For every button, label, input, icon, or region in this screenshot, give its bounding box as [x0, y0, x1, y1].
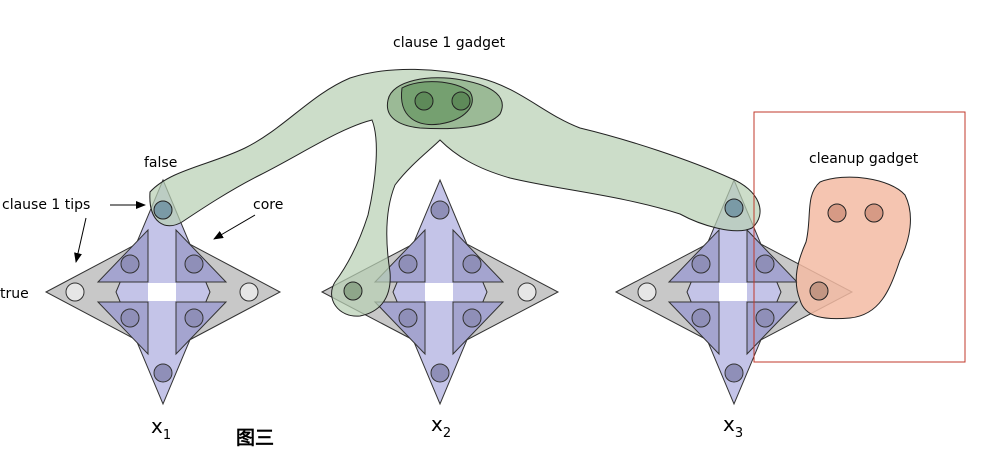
- clause-gadget-label: clause 1 gadget: [393, 35, 506, 51]
- core-triangle: [373, 301, 426, 356]
- node: [755, 254, 775, 274]
- cleanup-node: [864, 203, 884, 223]
- node: [691, 254, 711, 274]
- node: [430, 363, 450, 383]
- node: [120, 308, 140, 328]
- clause-tip-node: [153, 200, 173, 220]
- clause-tips-label: clause 1 tips: [2, 197, 90, 213]
- core-triangle: [667, 301, 720, 356]
- clause-node: [451, 91, 471, 111]
- variable-label-x3: x3: [723, 412, 743, 441]
- core-triangle: [96, 301, 149, 356]
- node: [184, 308, 204, 328]
- node: [462, 308, 482, 328]
- clause-tip-node: [724, 198, 744, 218]
- cleanup-node: [827, 203, 847, 223]
- tips-arrow-2: [74, 217, 87, 263]
- node: [120, 254, 140, 274]
- node: [462, 254, 482, 274]
- node: [398, 308, 418, 328]
- node: [153, 363, 173, 383]
- core-center: [148, 283, 176, 301]
- node: [637, 282, 657, 302]
- figure-caption: 图三: [236, 427, 274, 449]
- node: [430, 200, 450, 220]
- core-triangle: [667, 228, 720, 283]
- node: [65, 282, 85, 302]
- clause-blob-long: [149, 68, 761, 317]
- node: [517, 282, 537, 302]
- core-center: [425, 283, 453, 301]
- node: [691, 308, 711, 328]
- cleanup-gadget: [753, 111, 966, 363]
- core-center: [719, 283, 747, 301]
- cleanup-gadget-label: cleanup gadget: [809, 151, 919, 167]
- node: [724, 363, 744, 383]
- variable-gadget-x3: [614, 178, 854, 406]
- cleanup-node: [809, 281, 829, 301]
- clause-blob-core: [401, 81, 473, 126]
- variable-label-x1: x1: [151, 414, 171, 443]
- variable-gadget-x1: [44, 178, 282, 406]
- clause-gadget: [149, 68, 761, 317]
- clause-tip-node: [343, 281, 363, 301]
- node: [239, 282, 259, 302]
- core-triangle: [452, 301, 505, 356]
- cleanup-box: [753, 111, 966, 363]
- core-label: core: [253, 197, 283, 213]
- clause-node: [414, 91, 434, 111]
- core-triangle: [96, 228, 149, 283]
- core-triangle: [175, 228, 228, 283]
- core-triangle: [175, 301, 228, 356]
- core-arrow: [213, 214, 256, 240]
- variable-label-x2: x2: [431, 412, 451, 441]
- node: [184, 254, 204, 274]
- false-label: false: [144, 155, 177, 171]
- true-label: true: [0, 286, 29, 302]
- node: [755, 308, 775, 328]
- node: [398, 254, 418, 274]
- core-triangle: [452, 228, 505, 283]
